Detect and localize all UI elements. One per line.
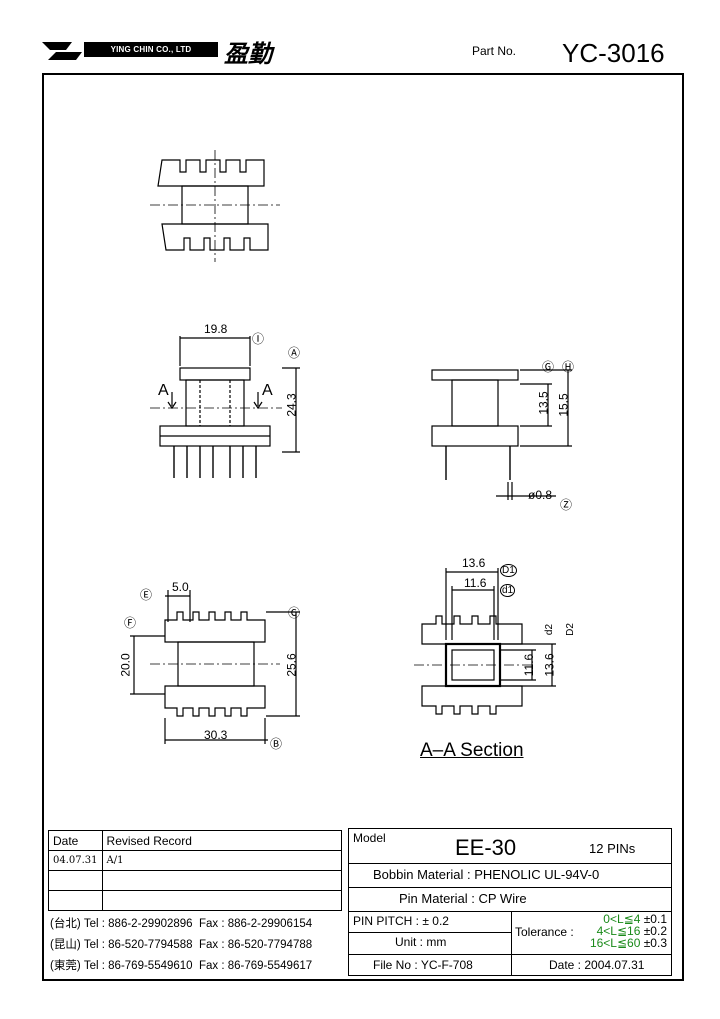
- contact-tel: Tel : 86-769-5549610: [83, 960, 193, 972]
- dim-label-D2: D2: [564, 623, 576, 636]
- table-row: [48, 870, 343, 891]
- tol-range: 16<L≦60: [589, 936, 641, 950]
- contact-row: (東莞) Tel : 86-769-5549610 Fax : 86-769-5…: [50, 956, 312, 977]
- bobbin-label: Bobbin Material :: [373, 867, 471, 882]
- pin-pitch: PIN PITCH : ± 0.2: [353, 914, 449, 928]
- dim-label-i: Ⓘ: [252, 332, 265, 346]
- rev-record: [101, 890, 343, 911]
- dim-inner: 20.0: [118, 653, 133, 677]
- revision-table: Date Revised Record 04.07.31 A/1: [48, 830, 343, 911]
- dim-pin: ø0.8: [528, 488, 553, 502]
- dim-label-d1: d1: [500, 584, 516, 597]
- contact-fax: Fax : 86-769-5549617: [198, 960, 313, 972]
- tol-value: ±0.2: [643, 924, 667, 938]
- bobbin-value: PHENOLIC UL-94V-0: [474, 867, 600, 882]
- bottom-view: [130, 590, 300, 744]
- tolerance-row: 0<L≦4 ±0.1: [579, 913, 667, 925]
- dim-label-c: Ⓒ: [288, 606, 301, 620]
- model: EE-30: [455, 835, 517, 860]
- pin-mat-value: CP Wire: [478, 891, 527, 906]
- section-mark-left: A: [158, 382, 169, 399]
- section-mark-right: A: [262, 382, 273, 399]
- tol-value: ±0.3: [643, 936, 667, 950]
- file-no: File No : YC-F-708: [373, 958, 473, 972]
- tol-range: 0<L≦4: [603, 912, 641, 926]
- contact-row: (台北) Tel : 886-2-29902896 Fax : 886-2-29…: [50, 914, 312, 935]
- contact-city: (台北): [50, 918, 81, 930]
- unit-value: mm: [426, 935, 447, 949]
- dim-label-g: Ⓖ: [542, 360, 555, 374]
- dim-label-e: Ⓔ: [140, 588, 153, 602]
- contact-tel: Tel : 886-2-29902896: [83, 918, 193, 930]
- rev-col-date: Date: [48, 830, 103, 851]
- side-view: [150, 336, 300, 478]
- dim-outer: 25.6: [284, 653, 299, 677]
- date-value: 2004.07.31: [584, 958, 645, 972]
- dim-width: 19.8: [204, 322, 228, 336]
- table-row: [48, 890, 343, 911]
- dim-label-z: Ⓩ: [560, 498, 573, 512]
- file-value: YC-F-708: [420, 958, 473, 972]
- model-label: Model: [353, 831, 386, 845]
- dim-height: 24.3: [284, 393, 299, 417]
- bobbin-material: Bobbin Material : PHENOLIC UL-94V-0: [373, 867, 599, 882]
- pin-material: Pin Material : CP Wire: [399, 891, 527, 906]
- tolerance-table: 0<L≦4 ±0.1 4<L≦16 ±0.2 16<L≦60 ±0.3: [579, 913, 667, 949]
- dim-label-b: Ⓑ: [270, 737, 283, 751]
- dim-label-d2: d2: [544, 623, 556, 636]
- company-logo-icon: [42, 42, 82, 60]
- dim-h1: 13.5: [536, 391, 551, 415]
- drawing-frame: [42, 73, 684, 981]
- pitch-label: PIN PITCH :: [353, 914, 420, 928]
- dim-pitch: 5.0: [172, 580, 189, 594]
- rev-record: A/1: [101, 850, 343, 871]
- section-title: A–A Section: [420, 740, 524, 761]
- section-view: [414, 568, 556, 715]
- contact-city: (東莞): [50, 960, 81, 972]
- contact-fax: Fax : 886-2-29906154: [198, 918, 313, 930]
- dim-label-D1: D1: [500, 564, 517, 577]
- dim-section-h2: 13.6: [542, 653, 557, 677]
- right-view: [431, 369, 572, 500]
- tolerance-row: 4<L≦16 ±0.2: [579, 925, 667, 937]
- contact-tel: Tel : 86-520-7794588: [83, 939, 193, 951]
- tolerance-label: Tolerance :: [515, 925, 574, 939]
- tolerance-row: 16<L≦60 ±0.3: [579, 937, 667, 949]
- rev-date: [48, 870, 103, 891]
- file-label: File No :: [373, 958, 418, 972]
- date-label: Date :: [549, 958, 582, 972]
- part-number-label: Part No.: [472, 44, 517, 58]
- rev-record: [101, 870, 343, 891]
- dim-label-f: Ⓕ: [124, 616, 137, 630]
- top-view: [150, 150, 280, 262]
- tol-value: ±0.1: [643, 912, 667, 926]
- company-name-cn: 盈勤: [224, 39, 272, 68]
- dim-section-h1: 11.6: [522, 653, 537, 677]
- rev-date: [48, 890, 103, 911]
- contact-city: (昆山): [50, 939, 81, 951]
- part-number: YC-3016: [562, 38, 665, 68]
- dim-section-d1: 13.6: [462, 556, 486, 570]
- dim-section-d2: 11.6: [464, 576, 487, 590]
- contacts: (台北) Tel : 886-2-29902896 Fax : 886-2-29…: [50, 914, 312, 977]
- rev-col-record: Revised Record: [101, 830, 343, 851]
- tol-range: 4<L≦16: [596, 924, 641, 938]
- spec-block: Model EE-30 12 PINs Bobbin Material : PH…: [348, 828, 672, 976]
- rev-date: 04.07.31: [48, 850, 103, 871]
- dim-length: 30.3: [204, 728, 228, 742]
- unit-label: Unit :: [395, 935, 424, 949]
- pins: 12 PINs: [589, 841, 636, 856]
- contact-row: (昆山) Tel : 86-520-7794588 Fax : 86-520-7…: [50, 935, 312, 956]
- contact-fax: Fax : 86-520-7794788: [198, 939, 313, 951]
- table-row: 04.07.31 A/1: [48, 850, 343, 871]
- company-name-en: YING CHIN CO., LTD: [84, 42, 218, 57]
- dim-label-a: Ⓐ: [288, 346, 301, 360]
- pin-mat-label: Pin Material :: [399, 891, 475, 906]
- unit: Unit : mm: [395, 935, 446, 949]
- dim-h2: 15.5: [556, 393, 571, 417]
- pitch-value: ± 0.2: [422, 914, 449, 928]
- dim-label-h: Ⓗ: [562, 360, 575, 374]
- date: Date : 2004.07.31: [549, 958, 644, 972]
